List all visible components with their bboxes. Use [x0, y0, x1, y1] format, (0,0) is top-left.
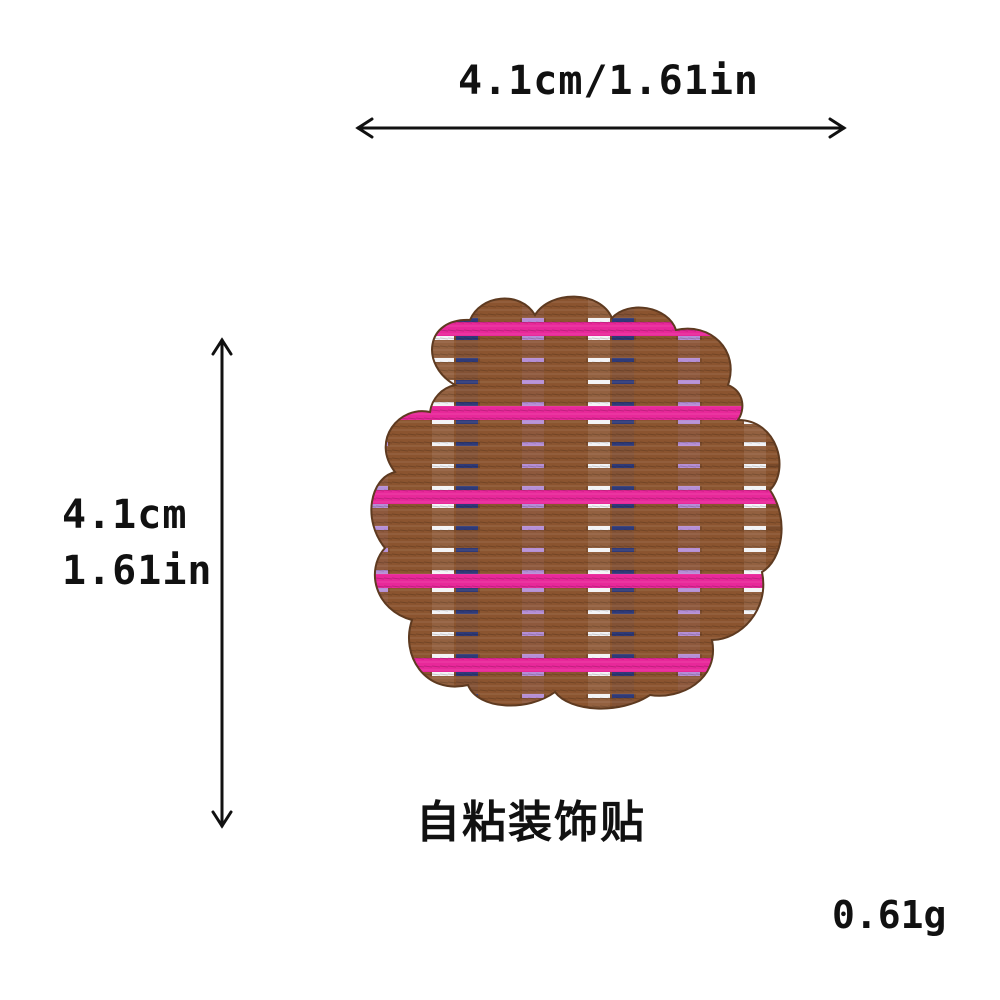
width-arrow-icon: [355, 117, 847, 139]
height-dimension-in-label: 1.61in: [62, 548, 213, 594]
width-dimension-label: 4.1cm/1.61in: [458, 58, 759, 104]
product-caption: 自粘装饰贴: [416, 797, 646, 848]
weight-label: 0.61g: [832, 893, 947, 937]
height-arrow-icon: [211, 337, 233, 829]
height-dimension-cm-label: 4.1cm: [62, 492, 188, 538]
